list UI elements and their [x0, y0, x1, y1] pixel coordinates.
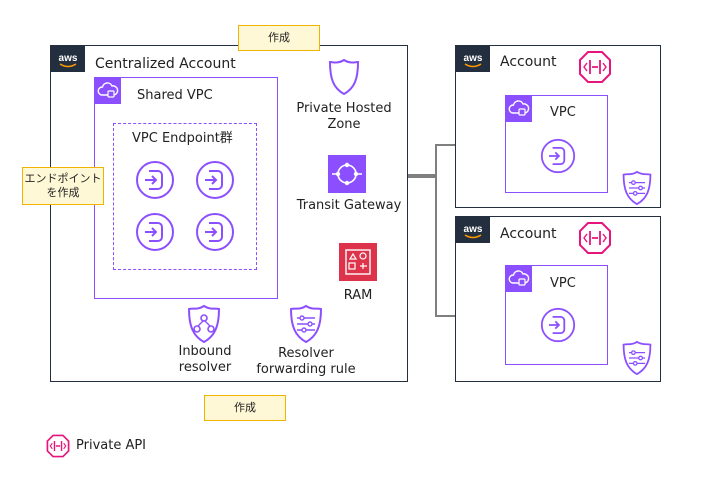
- private-api-icon: [579, 222, 611, 254]
- vpc-cloud-icon: [506, 266, 532, 292]
- resolver-rule-icon: [622, 340, 652, 376]
- create-callout-bottom: 作成: [204, 395, 286, 421]
- create-endpoint-callout: エンドポイント を作成: [22, 167, 104, 205]
- vpc-endpoint-icon: [136, 213, 174, 251]
- aws-logo-icon: aws: [456, 46, 490, 72]
- inbound-resolver-label: Inbound resolver: [178, 344, 232, 375]
- aws-logo-icon: aws: [456, 217, 490, 243]
- vpc-endpoint-group: VPC Endpoint群: [113, 123, 257, 270]
- centralized-account-label: Centralized Account: [95, 56, 236, 72]
- aws-logo-icon: aws: [51, 46, 85, 72]
- vpc-label: VPC: [550, 105, 576, 120]
- vpc-label: VPC: [550, 276, 576, 291]
- ram-icon: [339, 243, 377, 281]
- ram-label: RAM: [343, 288, 373, 303]
- account-label: Account: [500, 54, 557, 70]
- private-api-icon: [46, 434, 70, 458]
- route53-hosted-zone-icon: [328, 58, 360, 96]
- svg-text:aws: aws: [59, 53, 78, 64]
- shared-vpc: Shared VPC: [94, 77, 278, 299]
- resolver-forwarding-rule-label: Resolver forwarding rule: [256, 346, 356, 377]
- account-2-vpc: VPC: [505, 265, 608, 365]
- endpoint-group-label: VPC Endpoint群: [132, 131, 233, 146]
- account-label: Account: [500, 226, 557, 242]
- vpc-endpoint-icon: [196, 161, 234, 199]
- vpc-endpoint-icon: [136, 161, 174, 199]
- resolver-rule-icon: [289, 304, 323, 344]
- shared-vpc-label: Shared VPC: [137, 88, 213, 103]
- vpc-endpoint-icon: [540, 307, 576, 343]
- transit-gateway-icon: [328, 155, 366, 193]
- private-hosted-zone-label: Private Hosted Zone: [296, 101, 392, 132]
- private-api-icon: [579, 51, 611, 83]
- create-endpoint-callout-text: エンドポイント を作成: [24, 172, 102, 199]
- transit-gateway-label: Transit Gateway: [296, 198, 402, 213]
- resolver-inbound-icon: [187, 304, 221, 344]
- legend-private-api-label: Private API: [76, 438, 147, 453]
- create-callout-top: 作成: [238, 25, 320, 51]
- resolver-rule-icon: [622, 170, 652, 206]
- svg-text:aws: aws: [464, 224, 483, 235]
- vpc-cloud-icon: [95, 78, 121, 104]
- account-1-vpc: VPC: [505, 95, 608, 193]
- svg-text:aws: aws: [464, 53, 483, 64]
- vpc-cloud-icon: [506, 96, 532, 122]
- vpc-endpoint-icon: [540, 138, 576, 174]
- vpc-endpoint-icon: [196, 213, 234, 251]
